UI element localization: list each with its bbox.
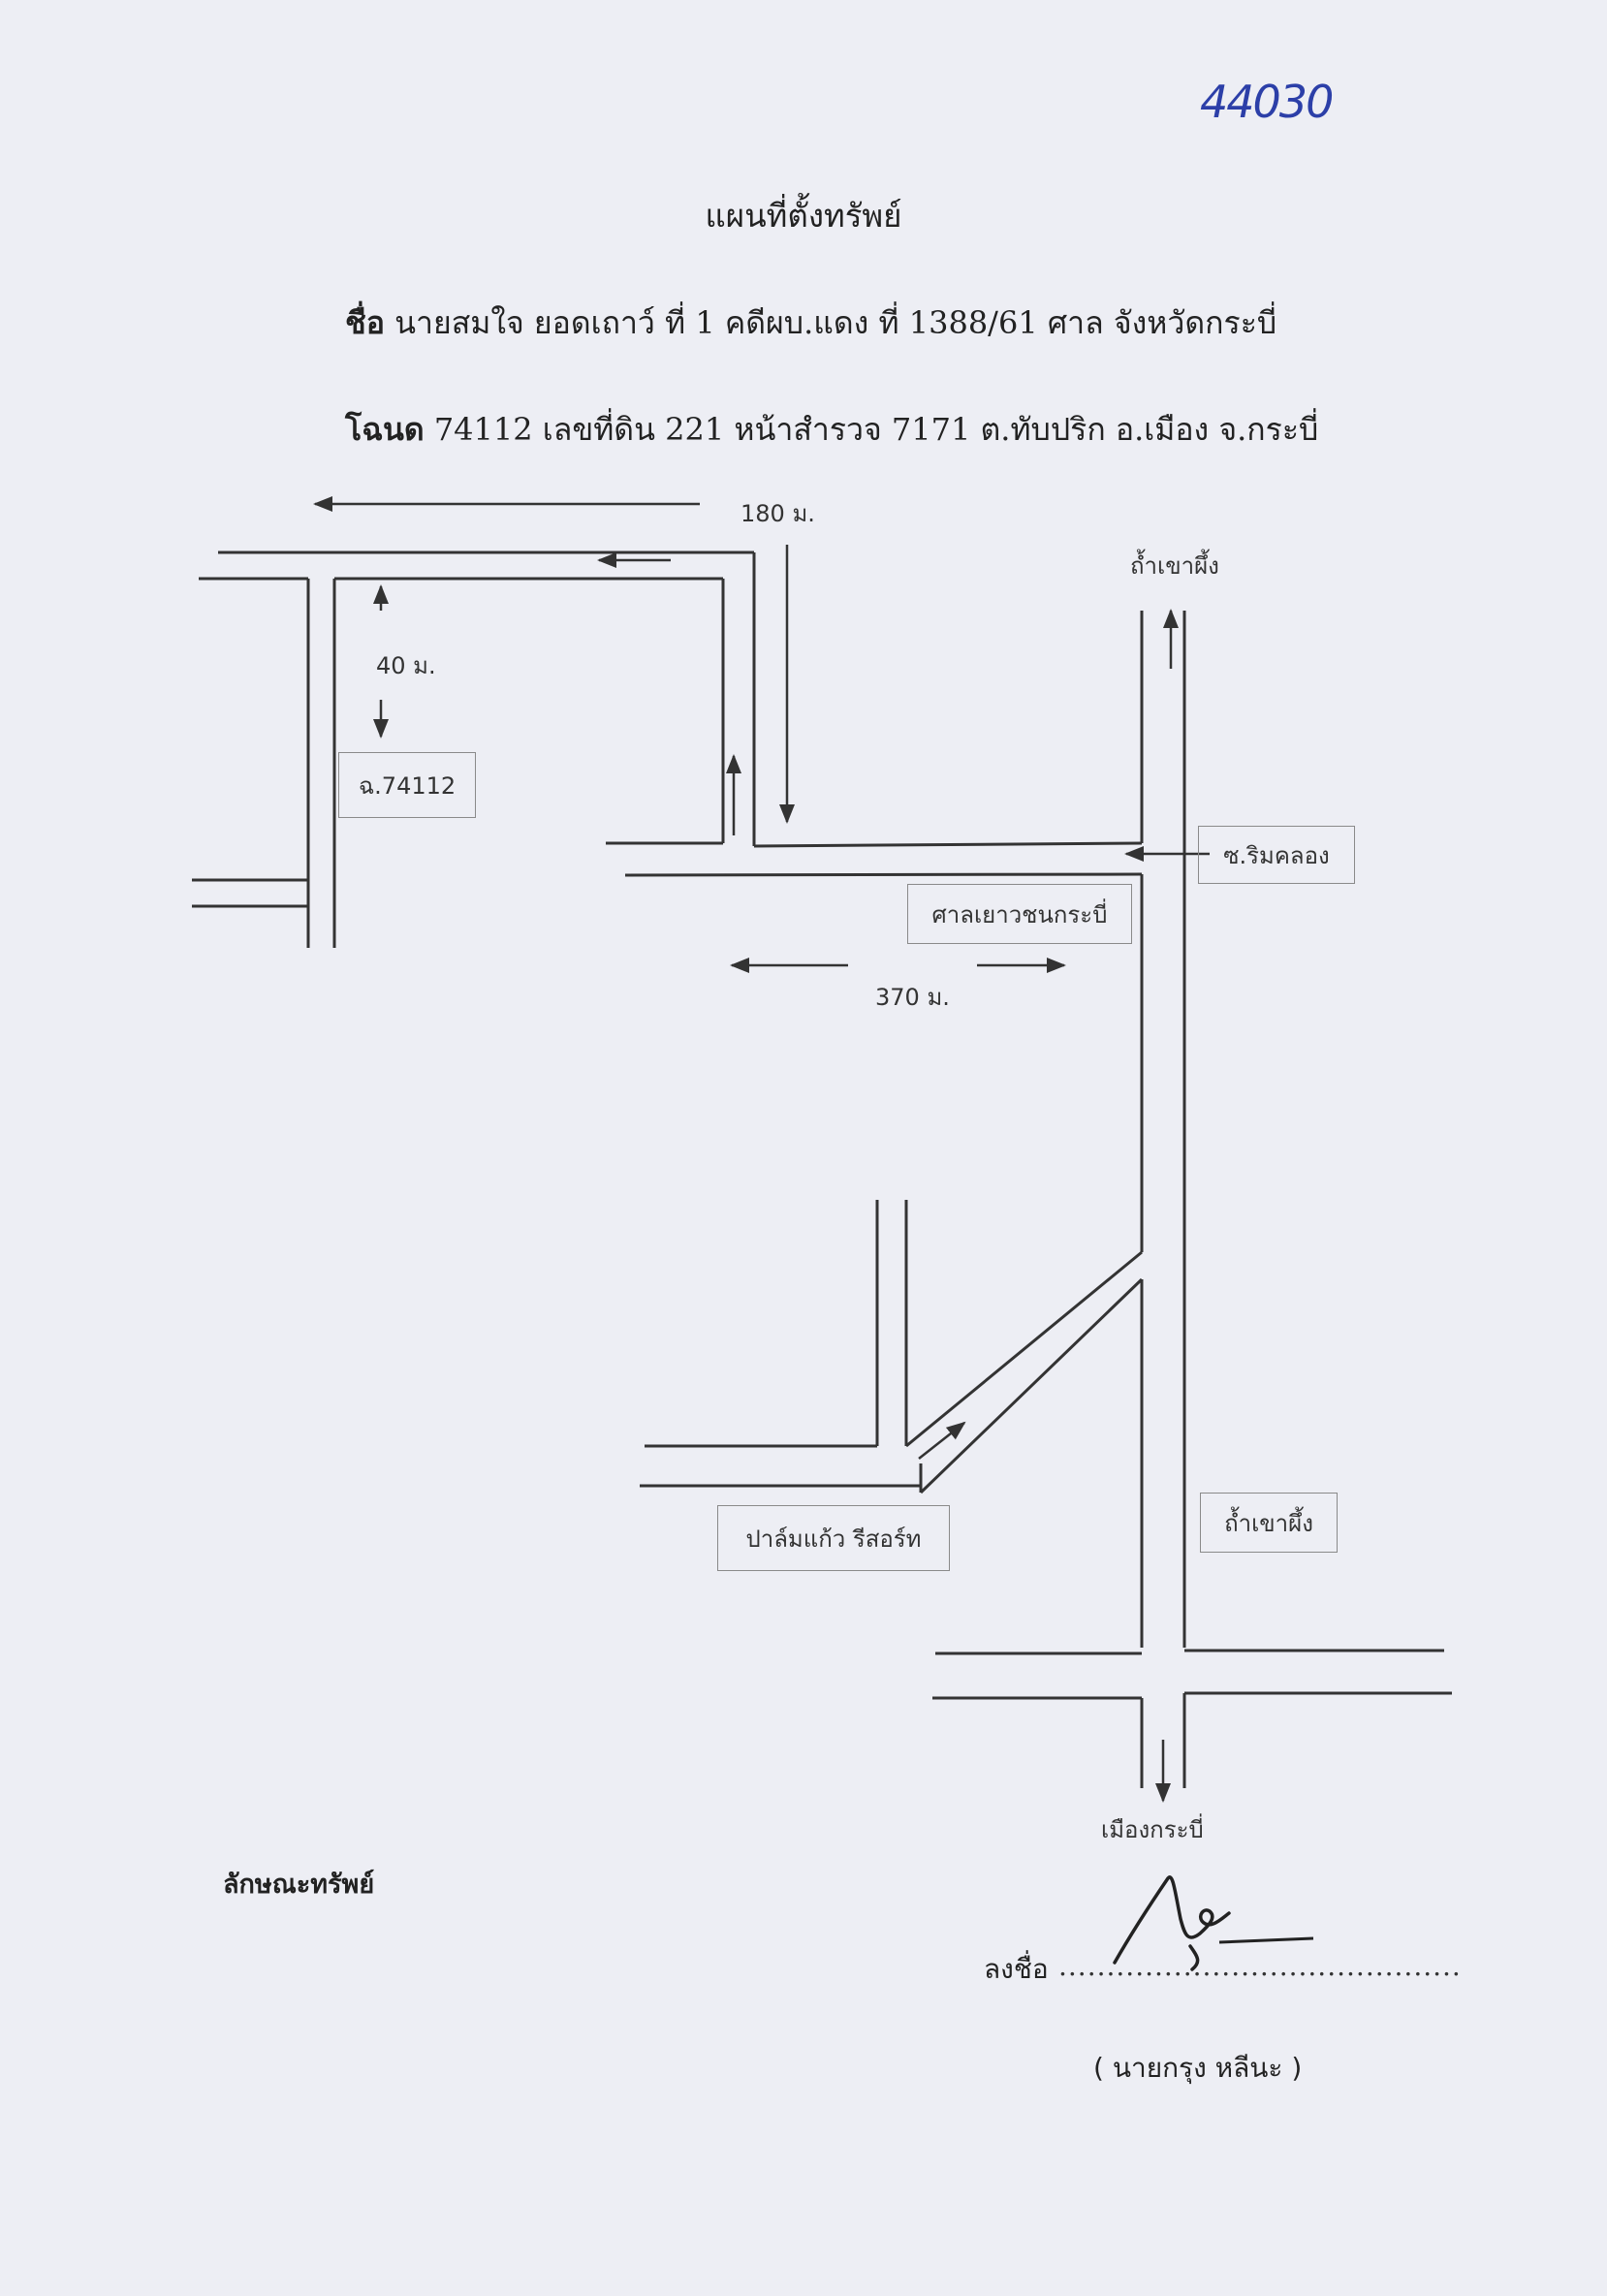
cave-box: ถ้ำเขาผึ้ง [1200, 1493, 1338, 1553]
deed-label: โฉนด [345, 411, 425, 448]
handwritten-number: 44030 [1200, 76, 1334, 128]
deed-text: 74112 เลขที่ดิน 221 หน้าสำรวจ 7171 ต.ทับ… [433, 411, 1319, 448]
owner-text: นายสมใจ ยอดเถาว์ ที่ 1 คดีผบ.แดง ที่ 138… [394, 304, 1277, 341]
direction-arrows [313, 496, 1202, 1803]
direction-north-label: ถ้ำเขาผึ้ง [1130, 549, 1219, 580]
deed-line: โฉนด 74112 เลขที่ดิน 221 หน้าสำรวจ 7171 … [345, 405, 1318, 455]
signature [1113, 1875, 1314, 1971]
direction-south-label: เมืองกระบี่ [1101, 1813, 1204, 1843]
roads [192, 550, 1452, 1788]
page-title: แผนที่ตั้งทรัพย์ [705, 197, 902, 235]
owner-label: ชื่อ [345, 304, 385, 341]
resort-box: ปาล์มแก้ว รีสอร์ท [717, 1505, 950, 1571]
distance-left-label: 40 ม. [376, 652, 436, 679]
sign-dots: ........................................… [1058, 1950, 1462, 1982]
soi-box: ซ.ริมคลอง [1198, 826, 1355, 884]
court-box: ศาลเยาวชนกระบี่ [907, 884, 1132, 944]
signer-name: ( นายกรุง หลีนะ ) [1093, 2052, 1303, 2084]
distance-middle-label: 370 ม. [875, 984, 950, 1011]
distance-top-label: 180 ม. [740, 500, 815, 527]
sign-label: ลงชื่อ [984, 1953, 1049, 1985]
plot-box: ฉ.74112 [338, 752, 476, 818]
owner-line: ชื่อ นายสมใจ ยอดเถาว์ ที่ 1 คดีผบ.แดง ที… [345, 299, 1276, 348]
section-label: ลักษณะทรัพย์ [223, 1870, 375, 1900]
